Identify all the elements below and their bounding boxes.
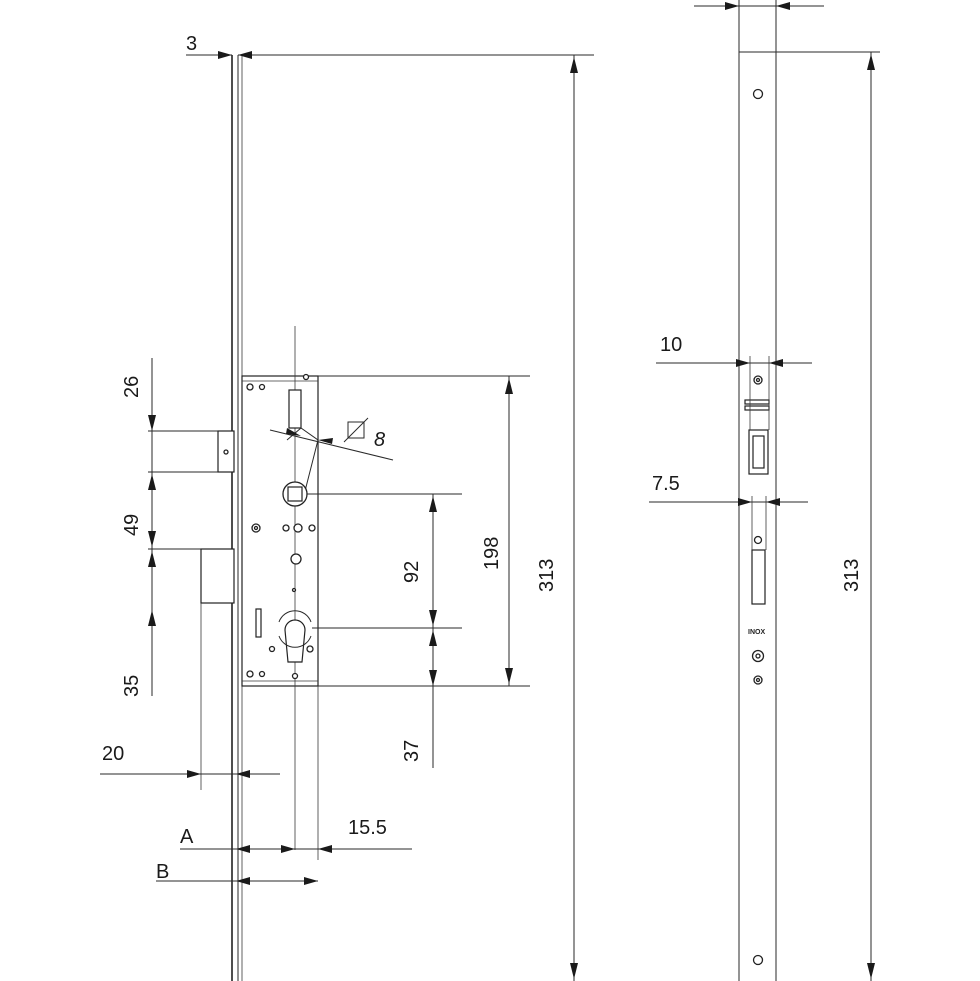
side-hole <box>752 88 764 100</box>
dim-plate-thickness: 3 <box>186 33 197 55</box>
case-screw <box>246 383 254 391</box>
dim-deadbolt-to-cylinder: 35 <box>121 675 143 697</box>
cylinder-ring <box>278 635 312 648</box>
side-view: INOX 10 7.5 313 <box>649 0 880 981</box>
arrow <box>304 877 318 885</box>
arrow <box>766 498 780 506</box>
case-hole <box>282 524 290 532</box>
arrow <box>218 51 232 59</box>
arrow <box>148 474 156 490</box>
arrow <box>148 415 156 431</box>
dim-case-height: 198 <box>481 537 503 570</box>
arrow <box>148 531 156 547</box>
arrow <box>867 963 875 979</box>
front-view: 3 313 198 92 37 26 49 35 <box>100 33 594 981</box>
case-screw <box>258 383 266 391</box>
arrow <box>570 57 578 73</box>
arrow <box>505 668 513 684</box>
arrow <box>725 2 739 10</box>
follower-bar <box>288 389 302 429</box>
arrow <box>236 845 250 853</box>
case-screw-center <box>253 525 259 531</box>
dim-cylinder-offset: 15.5 <box>348 817 387 839</box>
side-screw-center <box>755 677 761 683</box>
side-screw <box>753 535 763 545</box>
arrow <box>148 551 156 567</box>
dim-follower-to-cylinder: 92 <box>401 561 423 583</box>
latch-dot <box>223 449 229 455</box>
side-material-mark: INOX <box>748 629 765 636</box>
case-dot <box>291 587 297 593</box>
arrow <box>236 877 250 885</box>
arrow <box>867 54 875 70</box>
arrow <box>776 2 790 10</box>
arrow <box>429 496 437 512</box>
side-cylinder-center <box>755 653 761 659</box>
side-marking-bar <box>744 399 770 405</box>
arrow <box>238 51 252 59</box>
square-symbol-slash <box>343 417 369 443</box>
arrow <box>738 498 752 506</box>
case-hole <box>293 523 303 533</box>
case-hole <box>291 672 299 680</box>
arrow <box>281 845 295 853</box>
follower-square <box>287 486 303 502</box>
arrow <box>318 438 333 444</box>
side-marking-bar <box>744 405 770 411</box>
case-hole <box>268 645 276 653</box>
arrow <box>318 845 332 853</box>
arrow <box>286 428 301 436</box>
arrow <box>187 770 201 778</box>
arrow <box>769 359 783 367</box>
case-hole <box>290 553 302 565</box>
arrow <box>570 963 578 979</box>
dim-latch-to-deadbolt: 49 <box>121 514 143 536</box>
side-screw-center <box>755 377 761 383</box>
square-symbol <box>347 421 365 439</box>
arrow <box>148 610 156 626</box>
dim-cylinder-to-bottom: 37 <box>401 740 423 762</box>
deadbolt <box>200 548 235 604</box>
case-screw <box>302 373 310 381</box>
side-latch <box>752 435 765 469</box>
dim-follower-square: 8 <box>374 429 385 451</box>
case-screw <box>258 670 266 678</box>
dim-side-width-bottom: 7.5 <box>652 473 680 495</box>
label-a: A <box>180 826 194 848</box>
case-slot <box>255 608 262 638</box>
arrow <box>429 670 437 686</box>
dim-side-total-height: 313 <box>841 559 863 592</box>
arrow <box>236 770 250 778</box>
arrow <box>736 359 750 367</box>
case-screw <box>306 645 314 653</box>
dim-side-width-top: 10 <box>660 334 682 356</box>
dim-line-follower-square <box>269 429 394 461</box>
case-screw <box>308 524 316 532</box>
label-b: B <box>156 861 169 883</box>
side-hole <box>752 954 764 966</box>
arrow <box>429 610 437 626</box>
cylinder-profile <box>284 619 306 663</box>
dim-deadbolt-throw: 20 <box>102 743 124 765</box>
arrow <box>505 378 513 394</box>
dim-total-height: 313 <box>536 559 558 592</box>
dim-latch-top: 26 <box>121 376 143 398</box>
arrow <box>429 630 437 646</box>
cylinder-ring <box>278 610 312 623</box>
case-screw <box>246 670 254 678</box>
side-deadbolt-opening <box>751 549 766 605</box>
